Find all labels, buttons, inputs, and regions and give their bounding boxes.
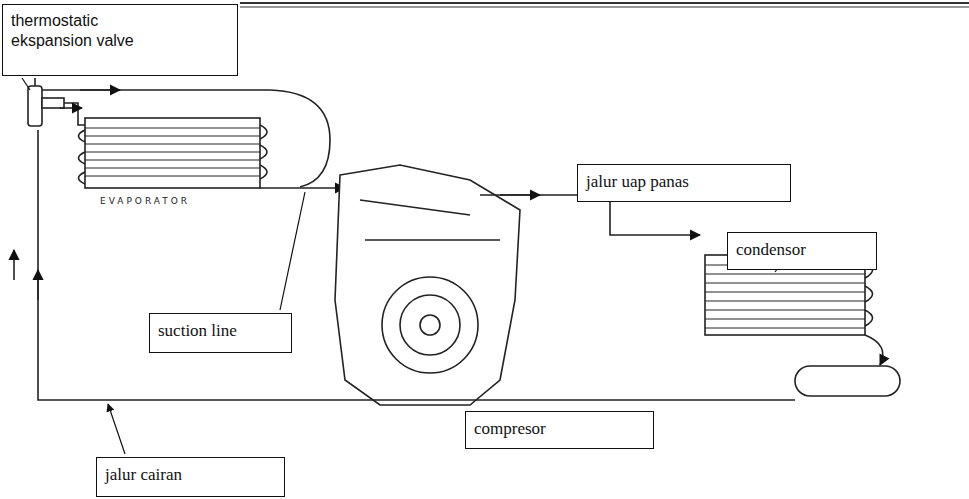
header-rule xyxy=(240,3,969,7)
leader-lines xyxy=(22,78,790,454)
suction-label-box: suction line xyxy=(149,313,292,353)
part-label: compresor xyxy=(474,418,645,439)
part-label: condensor xyxy=(736,239,868,260)
part-label: jalur uap panas xyxy=(586,171,782,192)
hot-gas-label-box: jalur uap panas xyxy=(577,164,791,202)
condenser-label-box: condensor xyxy=(727,232,877,270)
valve-label-box: thermostatic ekspansion valve xyxy=(2,4,238,76)
component-label: EVAPORATOR xyxy=(100,196,190,206)
compressor-label-box: compresor xyxy=(465,411,654,449)
liquid-line-label-box: jalur cairan xyxy=(96,457,285,497)
part-label: thermostatic ekspansion valve xyxy=(11,11,161,51)
part-label: suction line xyxy=(158,320,283,341)
part-label: jalur cairan xyxy=(105,464,276,485)
piping xyxy=(14,78,900,405)
